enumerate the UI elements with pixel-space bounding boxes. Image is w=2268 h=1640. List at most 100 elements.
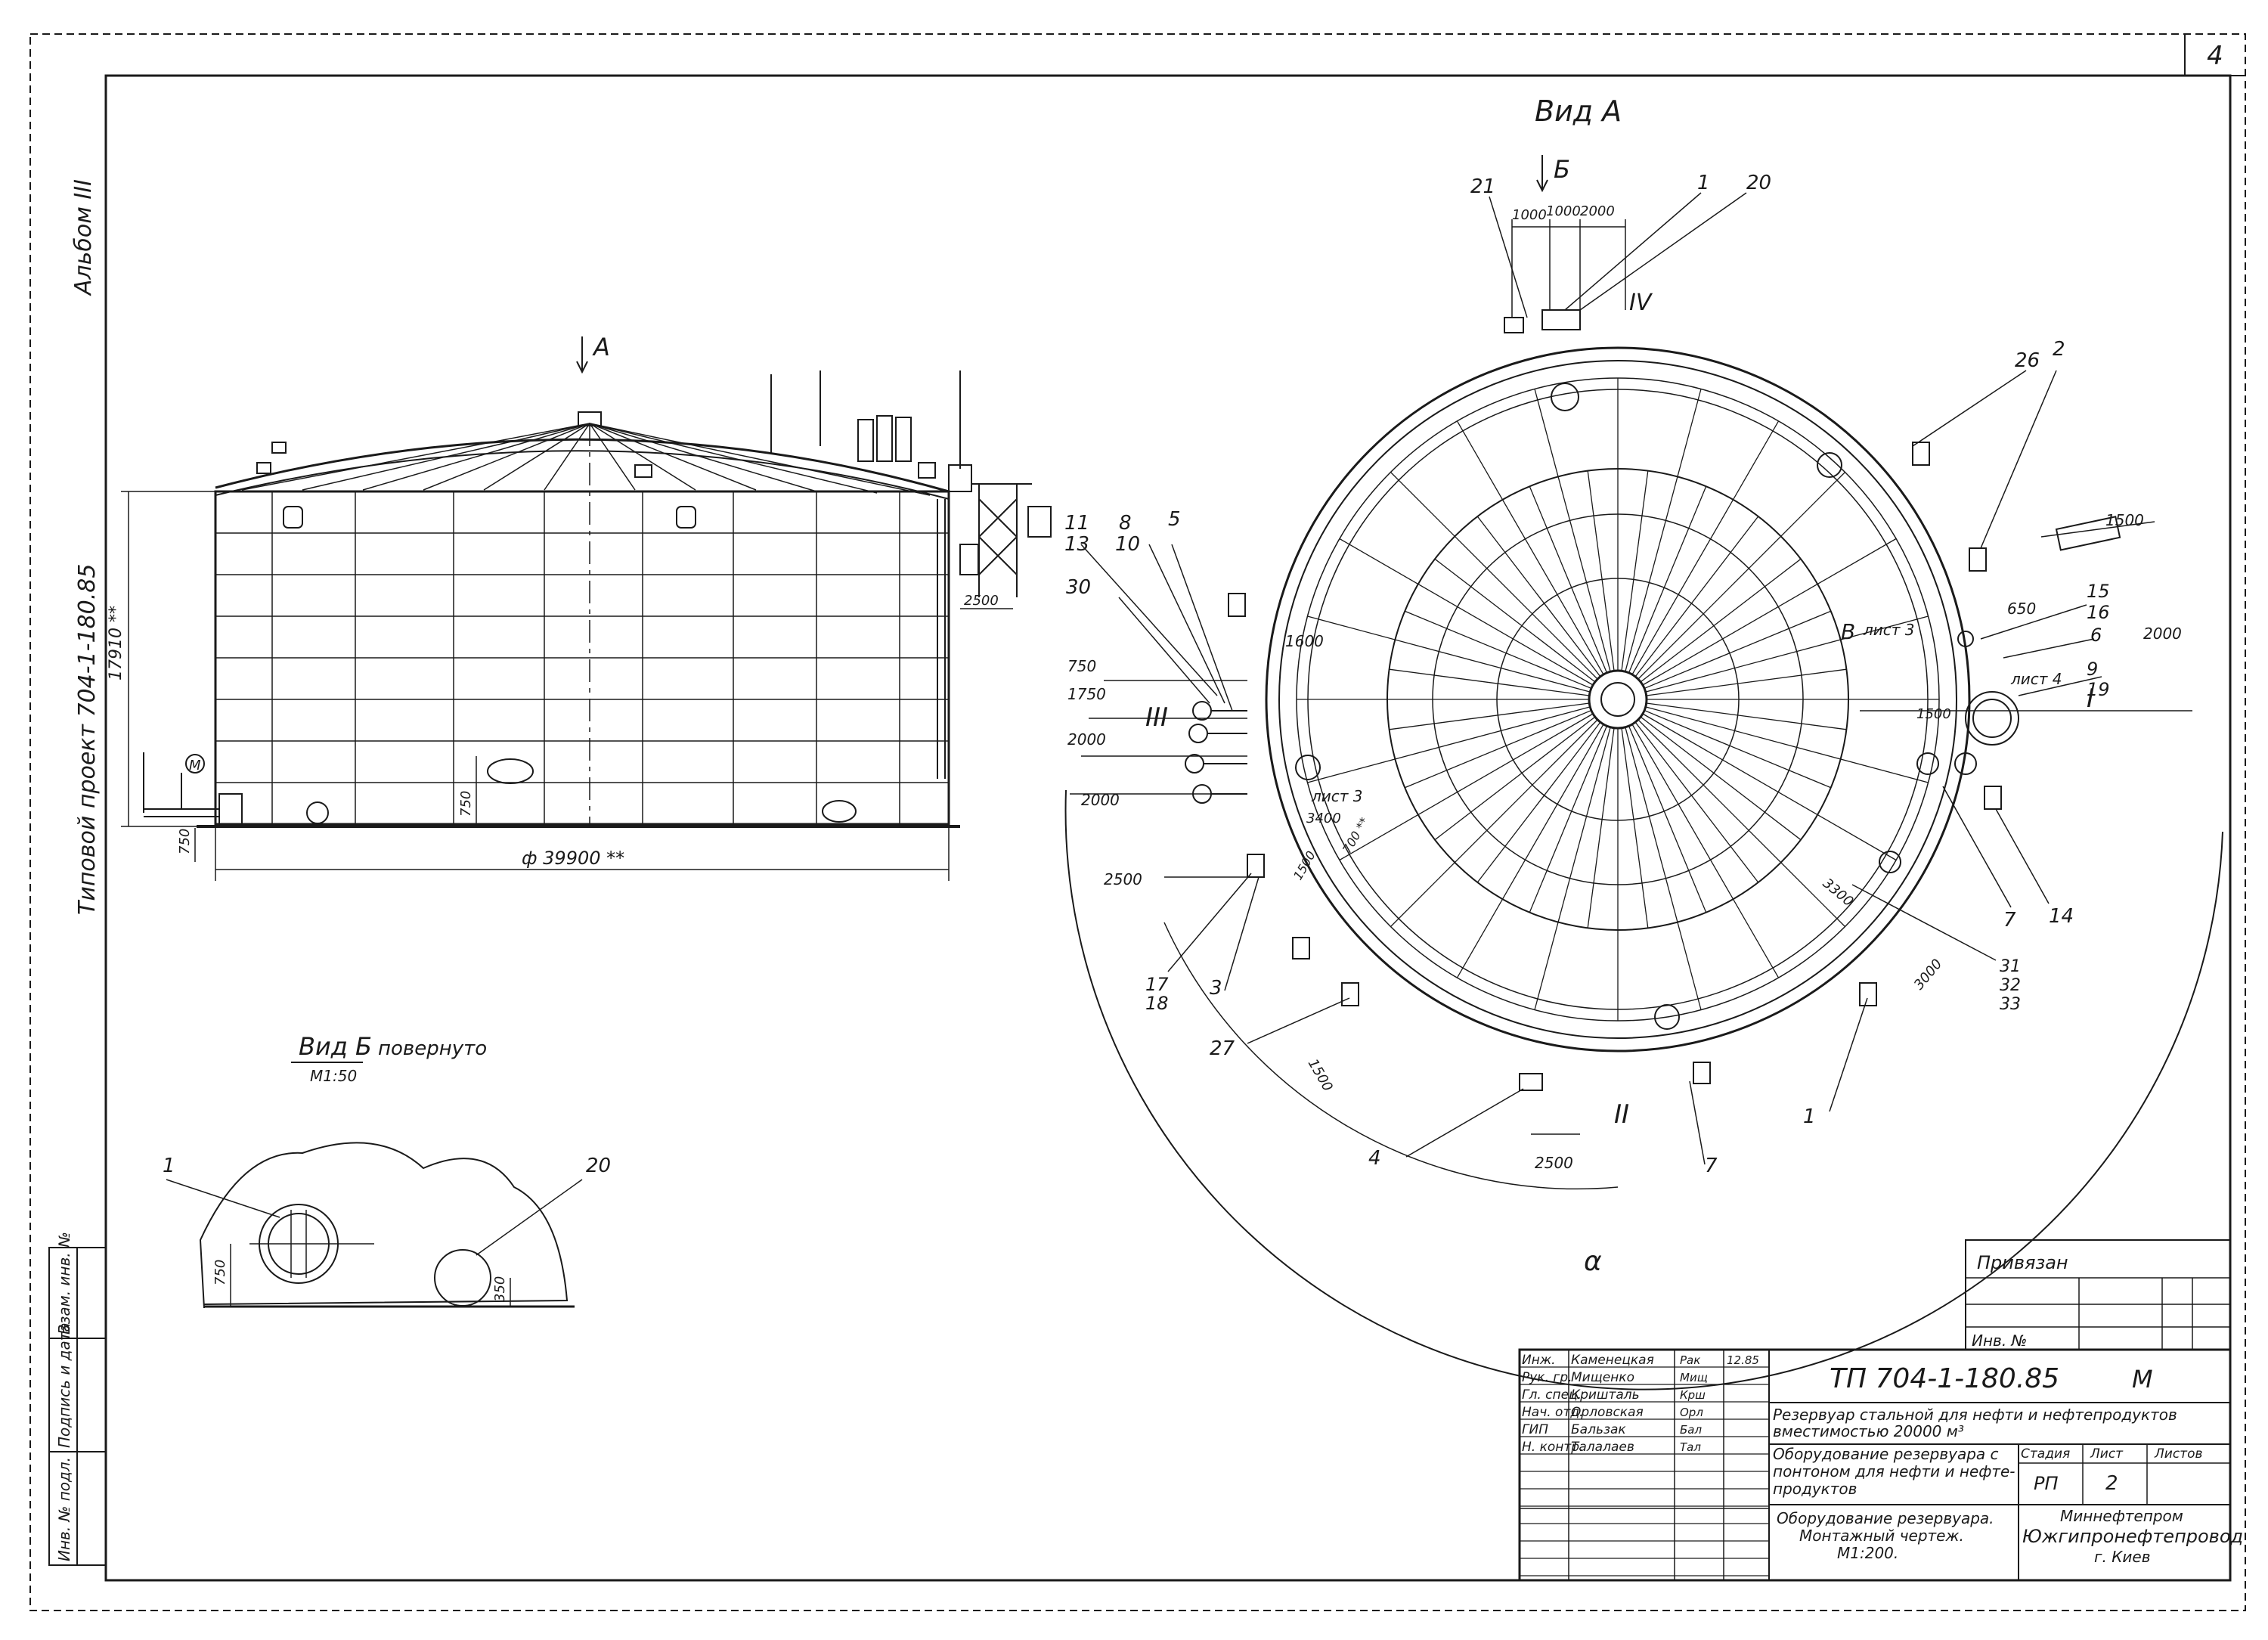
- rafter-line: [1628, 485, 1707, 674]
- rafter-line: [1634, 516, 1759, 677]
- rafter-line: [1642, 538, 1897, 686]
- leader-33: 33: [2000, 995, 2021, 1014]
- leader-9: 9: [2087, 659, 2098, 680]
- tb-code: ТП 704-1-180.85: [1830, 1363, 2059, 1394]
- tb-drawing-2: Монтажный чертеж.: [1799, 1527, 1964, 1545]
- tb-role-3: Гл. спец.: [1522, 1387, 1582, 1403]
- tb-project-1: Резервуар стальной для нефти и нефтепрод…: [1773, 1406, 2177, 1424]
- rafter-line: [1404, 610, 1592, 690]
- tb-stage-head: Стадия: [2021, 1446, 2070, 1462]
- elevation-dimensions: [121, 491, 1013, 881]
- rafter-line: [1307, 706, 1591, 783]
- view-b-scale: М1:50: [310, 1067, 357, 1085]
- elevation-height-dim: 17910 **: [107, 606, 125, 680]
- elevation-diameter-dim: ф 39900 **: [522, 848, 624, 869]
- view-b-dim-750: 750: [212, 1260, 228, 1285]
- elevation-dim-2500: 2500: [964, 593, 999, 609]
- leader-14: 14: [2049, 905, 2074, 928]
- rafter-line: [1634, 721, 1759, 883]
- binding-block: Привязан Инв. №: [1965, 1239, 2231, 1350]
- plan-alpha: α: [1584, 1246, 1602, 1277]
- dim-2000-b: 2000: [2143, 625, 2182, 643]
- rafter-line: [1339, 538, 1594, 686]
- leader-26: 26: [2015, 349, 2040, 372]
- leader-18: 18: [1145, 993, 1169, 1014]
- sheet-ref-1: лист 3: [1863, 621, 1915, 639]
- tb-role-6: Н. контр.: [1522, 1440, 1583, 1455]
- plan-nozzles: [1185, 309, 2121, 1091]
- rafter-line: [1389, 668, 1590, 696]
- tb-role-1: Инж.: [1522, 1353, 1556, 1368]
- rafter-line: [1625, 727, 1702, 1010]
- tb-section-3: продуктов: [1773, 1480, 1857, 1498]
- tb-name-6: Талалаев: [1571, 1440, 1634, 1455]
- tb-name-4: Орловская: [1571, 1405, 1644, 1420]
- marker-m: М: [189, 758, 201, 773]
- view-b-note: повернуто: [378, 1037, 487, 1060]
- leader-7-right: 7: [2003, 909, 2016, 932]
- leader-20: 20: [1746, 172, 1771, 194]
- leader-13: 13: [1064, 533, 1089, 556]
- rafter-line: [1621, 470, 1649, 671]
- dim-1000-b: 1000: [1546, 203, 1581, 219]
- leader-5: 5: [1168, 508, 1181, 531]
- leader-2: 2: [2053, 338, 2065, 361]
- rafter-line: [1625, 389, 1702, 672]
- rafter-line: [1628, 725, 1707, 913]
- leader-19: 19: [2087, 679, 2110, 700]
- rafter-line: [1640, 716, 1802, 841]
- axis-iii: III: [1145, 702, 1168, 733]
- rafter-line: [1534, 727, 1611, 1010]
- rafter-line: [1434, 558, 1596, 683]
- view-a-arrow-label: А: [592, 333, 610, 361]
- rafter-line: [1307, 615, 1591, 693]
- leader-32: 32: [2000, 976, 2021, 995]
- stair-tower: [937, 464, 1052, 779]
- dim-1750: 1750: [1067, 685, 1106, 703]
- tb-drawing-3: М1:200.: [1837, 1544, 1898, 1562]
- stamp-inv-orig: Инв. № подл.: [55, 1457, 73, 1561]
- tb-role-5: ГИП: [1522, 1422, 1548, 1437]
- axis-iv: IV: [1629, 290, 1653, 316]
- rafter-line: [1390, 472, 1598, 680]
- rafter-line: [1640, 558, 1802, 683]
- tb-sig-3: Крш: [1680, 1388, 1706, 1402]
- leader-21: 21: [1470, 175, 1495, 198]
- leader-1-bottom: 1: [1803, 1105, 1816, 1128]
- tb-org-1: Миннефтепром: [2060, 1507, 2183, 1525]
- tank-elevation: М А 17910 ** ф 39900 ** 750 750 2500: [107, 333, 1052, 881]
- sheet-number: 4: [2207, 41, 2223, 71]
- sheet-frame: [29, 33, 2246, 1611]
- tb-section-1: Оборудование резервуара с: [1773, 1445, 1999, 1463]
- view-a-title: Вид А: [1535, 95, 1622, 128]
- binding-inv: Инв. №: [1972, 1332, 2027, 1350]
- dim-3000: 3000: [1911, 956, 1946, 994]
- rafter-line: [1646, 702, 1847, 730]
- tb-sig-5: Бал: [1680, 1423, 1702, 1437]
- leader-3: 3: [1210, 977, 1222, 1000]
- dim-700: 700 **: [1340, 815, 1371, 856]
- rafter-line: [1587, 470, 1615, 671]
- leader-17: 17: [1145, 974, 1169, 995]
- rafter-line: [1389, 702, 1590, 730]
- stamp-sign-date: Подпись и дата: [55, 1322, 73, 1448]
- tb-role-4: Нач. отд.: [1522, 1405, 1584, 1420]
- dim-2500-b: 2500: [1535, 1154, 1573, 1172]
- plan-radial-rafters: [1297, 378, 1939, 1021]
- dim-1500-c: 1500: [1305, 1056, 1336, 1094]
- project-side-label: Типовой проект 704-1-180.85: [74, 564, 101, 915]
- rafter-line: [1645, 615, 1929, 693]
- rafter-line: [1390, 719, 1598, 927]
- rafter-line: [1476, 721, 1601, 883]
- rafter-line: [1456, 420, 1604, 675]
- sheet-ref-3: лист 4: [2010, 670, 2062, 688]
- dim-650: 650: [2007, 600, 2036, 618]
- tank-plan-view: α: [1064, 95, 2223, 1390]
- rafter-line: [1587, 727, 1615, 929]
- leader-7-bottom: 7: [1705, 1155, 1718, 1177]
- view-b-title: Вид Б: [299, 1032, 372, 1061]
- leader-4: 4: [1368, 1147, 1381, 1170]
- elevation-dim-750-a: 750: [177, 829, 193, 854]
- dim-750: 750: [1067, 657, 1096, 675]
